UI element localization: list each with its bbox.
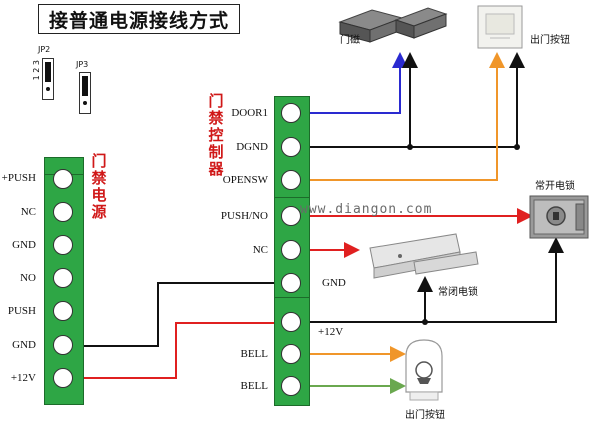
ctrl-pin-label: DOOR1	[231, 107, 268, 119]
wire-door1-blue	[301, 52, 408, 114]
diagram-title: 接普通电源接线方式	[38, 4, 240, 34]
ctrl-screw-dgnd	[281, 137, 301, 157]
ctrl-screw-bell2	[281, 376, 301, 396]
ctrl-pin-label: PUSH/NO	[220, 210, 268, 222]
psu-screw-push	[53, 301, 73, 321]
wire-psu-gnd-black	[64, 282, 280, 347]
ctrl-screw-bell1	[281, 344, 301, 364]
psu-screw-gnd2	[53, 335, 73, 355]
wire-psu-12v-red	[64, 322, 280, 379]
psu-pin-label: NO	[20, 272, 36, 284]
wire-opensw-orange	[301, 52, 505, 181]
normally-open-lock-device	[529, 195, 589, 239]
jp3-label: JP3	[76, 60, 89, 69]
ctrl-screw-push-no	[281, 206, 301, 226]
exit-button-bottom-device	[405, 339, 443, 401]
ctrl-screw-gnd	[281, 273, 301, 293]
ctrl-pin-label: OPENSW	[222, 174, 268, 186]
exit-button-top-device	[477, 5, 523, 49]
jp3-jumper	[79, 72, 91, 114]
door-magnet-label: 门磁	[340, 35, 360, 46]
exit-button-top-label: 出门按钮	[530, 35, 570, 46]
normally-closed-lock-device	[369, 233, 479, 279]
psu-pin-label: NC	[20, 206, 36, 218]
controller-label: 门禁控制器	[208, 92, 224, 178]
psu-pin-label: GND	[12, 339, 36, 351]
ctrl-pin-label: GND	[322, 277, 346, 289]
psu-screw-plus-12v	[53, 368, 73, 388]
watermark: www.diangon.com	[300, 202, 433, 217]
ctrl-screw-plus-12v	[281, 312, 301, 332]
jp2-jumper	[42, 58, 54, 100]
ctrl-screw-door1	[281, 103, 301, 123]
psu-screw-gnd1	[53, 235, 73, 255]
ctrl-pin-label: DGND	[236, 141, 268, 153]
psu-screw-nc	[53, 202, 73, 222]
ctrl-pin-label: BELL	[240, 380, 269, 392]
psu-pin-label: GND	[12, 239, 36, 251]
normally-open-lock-label: 常开电锁	[535, 181, 575, 192]
psu-pin-label: +PUSH	[1, 172, 36, 184]
wire-12v-bus-black	[301, 237, 564, 323]
title-text: 接普通电源接线方式	[48, 9, 229, 32]
jp2-label: JP2	[38, 45, 51, 54]
psu-pin-label: PUSH	[7, 305, 36, 317]
exit-button-bottom-label: 出门按钮	[405, 410, 445, 421]
ctrl-screw-nc	[281, 240, 301, 260]
psu-pin-label: +12V	[10, 372, 36, 384]
psu-screw-plus-push	[53, 169, 73, 189]
ctrl-pin-label: NC	[252, 244, 268, 256]
ctrl-pin-label: BELL	[240, 348, 269, 360]
door-magnet-device	[338, 7, 448, 43]
ctrl-screw-opensw	[281, 170, 301, 190]
psu-screw-no	[53, 268, 73, 288]
ctrl-pin-label: +12V	[318, 326, 344, 338]
normally-closed-lock-label: 常闭电锁	[438, 287, 478, 298]
power-supply-label: 门禁电源	[91, 152, 107, 221]
